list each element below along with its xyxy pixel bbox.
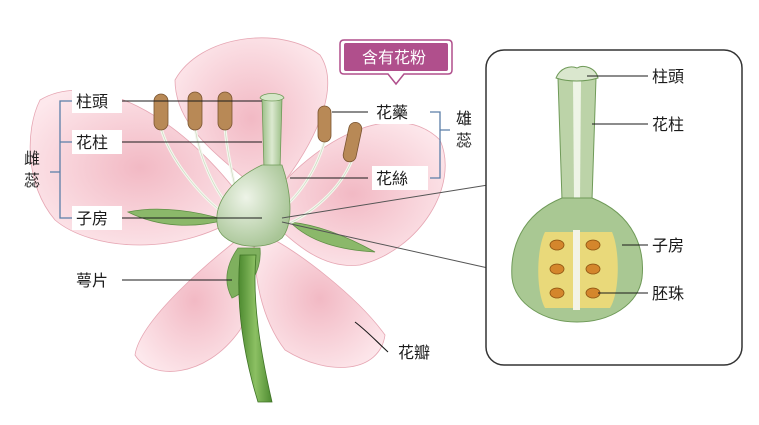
label-anther: 花藥	[376, 103, 408, 122]
ovary	[216, 164, 291, 247]
anther	[217, 91, 233, 131]
pistil	[216, 93, 291, 247]
anther	[153, 93, 169, 131]
petal-bottom-right	[254, 229, 386, 368]
label-petal: 花瓣	[398, 343, 430, 362]
inset-connectors	[281, 184, 489, 269]
label-sepal: 萼片	[76, 271, 108, 290]
label-stigma: 柱頭	[76, 92, 108, 111]
stamen-bracket	[430, 111, 450, 179]
ovule	[549, 263, 565, 275]
inset-label-ovary: 子房	[652, 236, 684, 255]
inset-style-channel	[573, 80, 581, 200]
ovule	[585, 287, 601, 299]
callout-text: 含有花粉	[362, 48, 426, 67]
anther	[317, 105, 332, 143]
label-style: 花柱	[76, 133, 108, 152]
ovules	[549, 239, 601, 299]
label-pistil-bottom: 蕊	[24, 171, 40, 190]
label-stamen-bottom: 蕊	[456, 131, 472, 150]
stigma	[259, 93, 285, 102]
pistil-bracket	[50, 100, 72, 219]
leader-lines	[120, 100, 389, 353]
ovule	[585, 263, 601, 275]
ovule	[549, 239, 565, 251]
inset-box	[485, 49, 743, 366]
inset-leader-lines	[587, 75, 648, 294]
sepal-right	[288, 221, 376, 253]
label-filament: 花絲	[376, 169, 408, 188]
inset-label-stigma: 柱頭	[652, 67, 684, 86]
anther	[187, 91, 203, 131]
label-stamen-top: 雄	[456, 109, 472, 128]
label-backgrounds	[72, 89, 444, 364]
inset-stigma	[555, 65, 599, 82]
inset-label-ovule: 胚珠	[652, 284, 684, 303]
inset-label-style: 花柱	[652, 115, 684, 134]
label-ovary: 子房	[76, 209, 108, 228]
stem	[238, 254, 273, 403]
inset-ovary-septum	[573, 230, 580, 310]
pollen-callout: 含有花粉	[339, 39, 453, 86]
anther	[342, 121, 363, 163]
ovule	[585, 239, 601, 251]
callout-fill	[344, 43, 448, 71]
label-pistil-top: 雌	[24, 149, 40, 168]
inset-pistil	[511, 65, 643, 323]
ovule	[549, 287, 565, 299]
